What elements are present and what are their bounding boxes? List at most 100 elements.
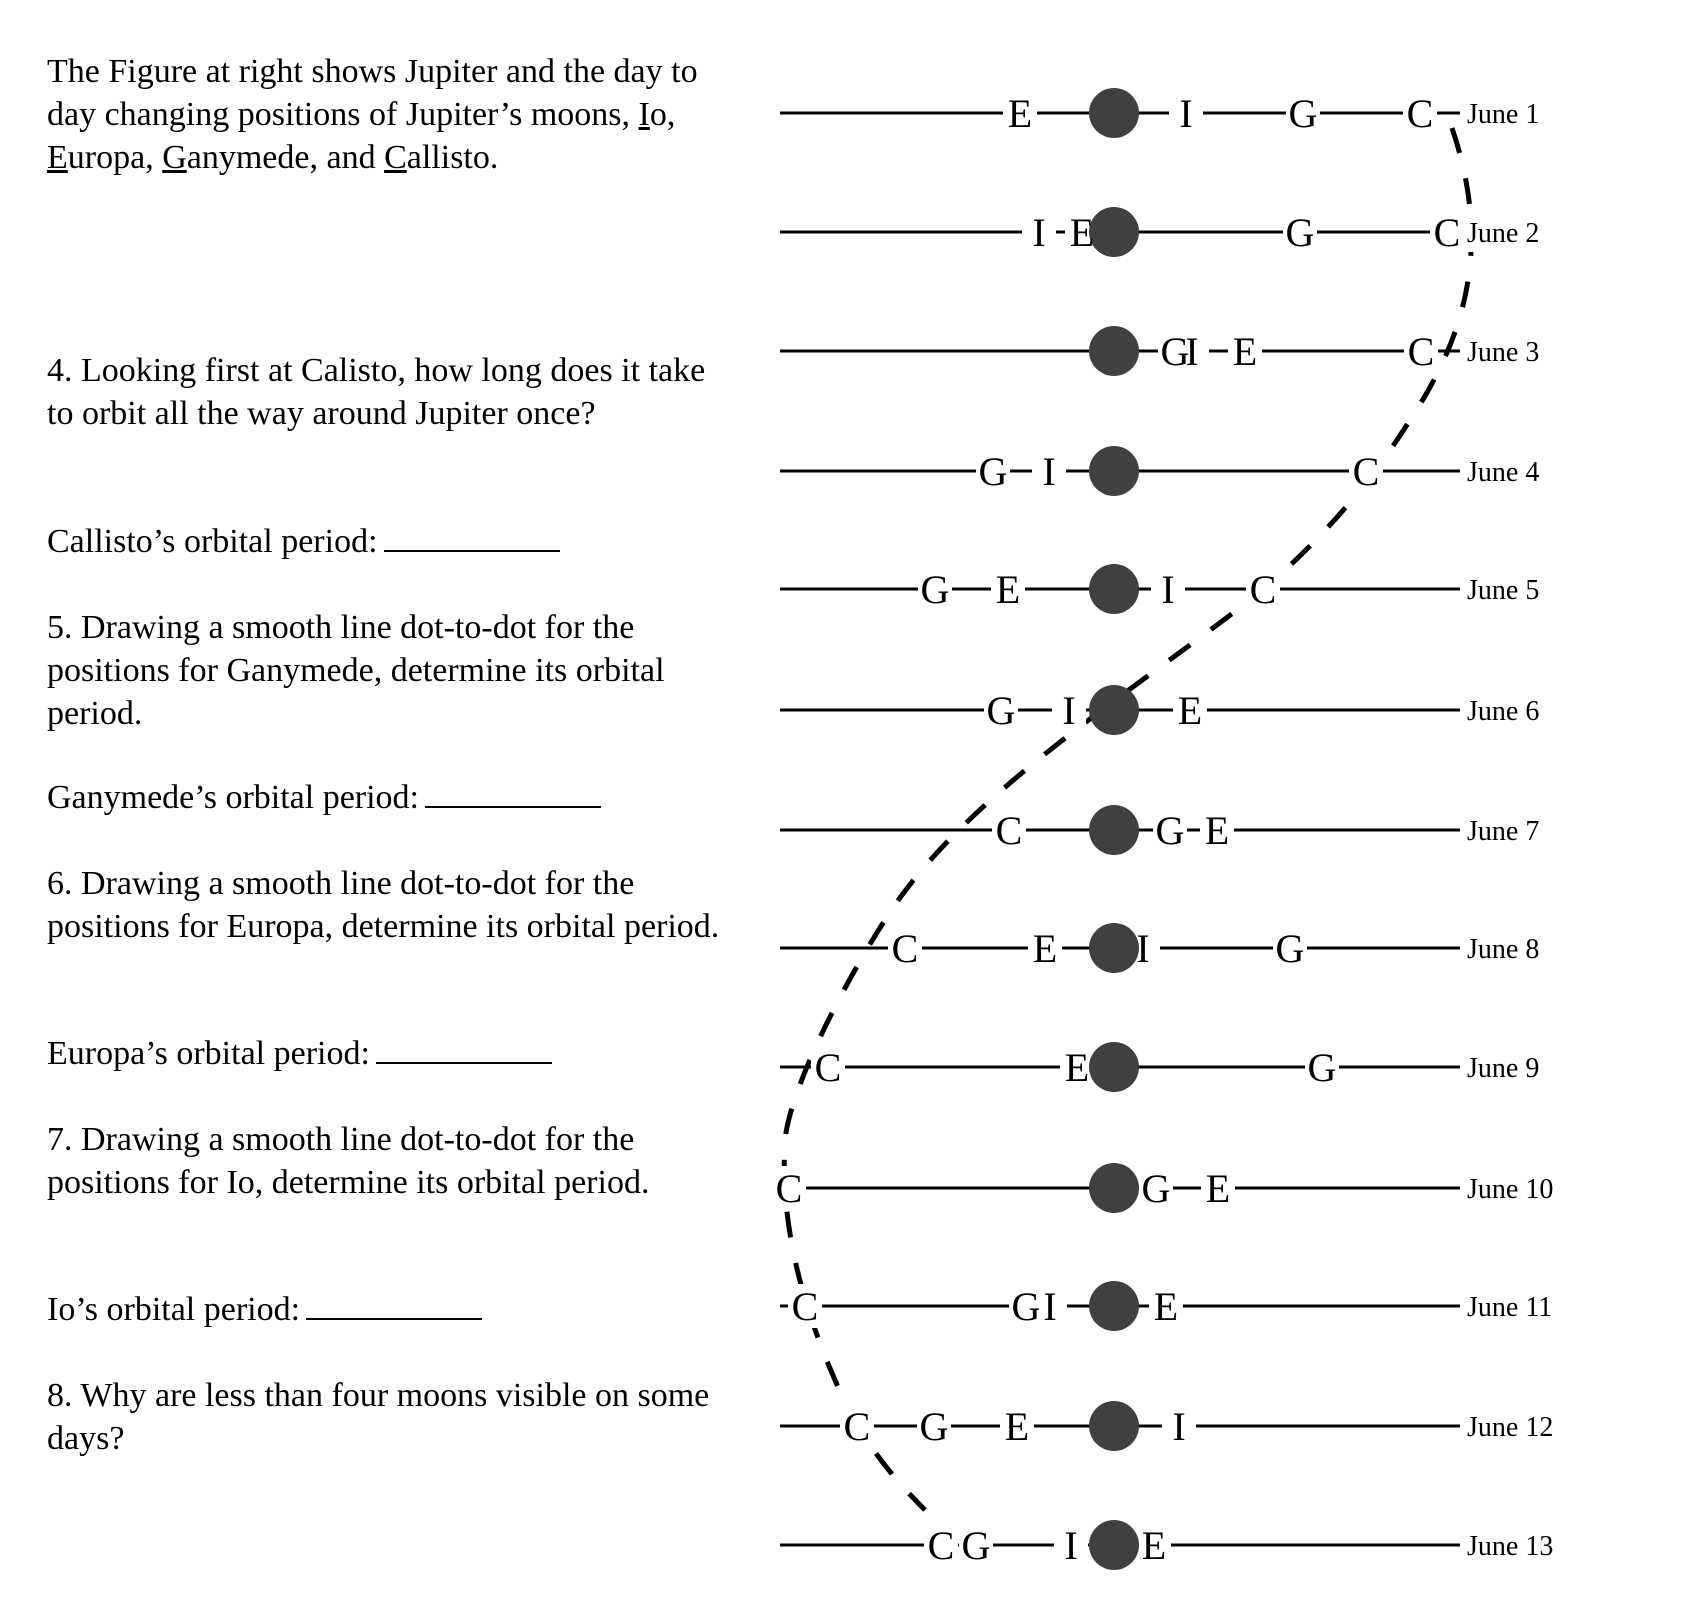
moon-label-g: G <box>1142 1166 1171 1211</box>
moon-label-c: C <box>892 926 919 971</box>
date-label: June 4 <box>1467 457 1539 488</box>
date-gap <box>1463 1047 1563 1087</box>
label-gap <box>1273 926 1307 970</box>
intro-paragraph: The Figure at right shows Jupiter and th… <box>47 50 727 179</box>
jupiter-disk <box>1089 685 1139 735</box>
jupiter-disk <box>1089 564 1139 614</box>
moon-label-g: G <box>1286 210 1315 255</box>
moon-label-i: I <box>1064 1523 1077 1568</box>
label-gap <box>1153 808 1187 852</box>
label-gap <box>917 1404 951 1448</box>
callisto-rest: allisto. <box>406 139 499 176</box>
label-gap <box>1137 1523 1171 1567</box>
date-gap <box>1463 1286 1563 1326</box>
jupiter-disk <box>1089 326 1139 376</box>
jupiter-disk <box>1089 207 1139 257</box>
label-gap <box>1060 1045 1094 1089</box>
question-8: 8. Why are less than four moons visible … <box>47 1377 710 1457</box>
label-gap <box>1149 1284 1183 1328</box>
label-gap <box>1228 329 1262 373</box>
moon-label-g: G <box>1161 329 1190 374</box>
callisto-answer: Callisto’s orbital period: <box>47 520 727 563</box>
label-gap <box>924 1523 958 1567</box>
label-gap <box>984 688 1018 732</box>
io-answer-blank[interactable] <box>306 1288 483 1320</box>
date-gap <box>1463 331 1563 371</box>
question-5: 5. Drawing a smooth line dot-to-dot for … <box>47 609 665 732</box>
io-initial: I <box>638 96 650 133</box>
moon-label-i: I <box>1185 329 1198 374</box>
label-gap <box>788 1284 822 1328</box>
label-gap <box>1201 1166 1235 1210</box>
moon-label-c: C <box>776 1166 803 1211</box>
label-gap <box>1283 210 1317 254</box>
label-gap <box>992 808 1026 852</box>
jupiter-disk <box>1089 923 1139 973</box>
moon-label-c: C <box>928 1523 955 1568</box>
moon-label-e: E <box>1142 1523 1166 1568</box>
moon-label-g: G <box>1276 926 1305 971</box>
label-gap <box>1032 449 1066 493</box>
callisto-orbit-dashed-curve <box>781 127 1474 1512</box>
question-4: 4. Looking first at Calisto, how long do… <box>47 352 706 432</box>
label-gap <box>1033 1284 1067 1328</box>
label-gap <box>1169 91 1203 135</box>
label-gap <box>991 567 1025 611</box>
date-gap <box>1463 928 1563 968</box>
ganymede-answer: Ganymede’s orbital period: <box>47 776 727 819</box>
moon-label-e: E <box>1065 1045 1089 1090</box>
label-gap <box>1052 688 1086 732</box>
moon-label-c: C <box>844 1404 871 1449</box>
europa-answer-blank[interactable] <box>375 1032 552 1064</box>
date-label: June 13 <box>1467 1531 1553 1562</box>
jupiter-disk <box>1089 1281 1139 1331</box>
moon-label-e: E <box>1033 926 1057 971</box>
callisto-answer-label: Callisto’s orbital period: <box>47 523 378 560</box>
date-label: June 7 <box>1467 816 1539 847</box>
date-gap <box>1463 810 1563 850</box>
jupiter-disk <box>1089 1163 1139 1213</box>
callisto-answer-blank[interactable] <box>383 520 560 552</box>
moon-label-g: G <box>979 449 1008 494</box>
date-gap <box>1463 451 1563 491</box>
label-gap <box>1430 210 1464 254</box>
jupiter-disk <box>1089 88 1139 138</box>
date-label: June 2 <box>1467 218 1539 249</box>
moon-label-e: E <box>1005 1404 1029 1449</box>
jupiter-disk <box>1089 1401 1139 1451</box>
moon-label-g: G <box>1156 808 1185 853</box>
date-gap <box>1463 93 1563 133</box>
date-label: June 5 <box>1467 575 1539 606</box>
label-gap <box>772 1166 806 1210</box>
label-gap <box>1349 449 1383 493</box>
moon-label-i: I <box>1179 91 1192 136</box>
question-7: 7. Drawing a smooth line dot-to-dot for … <box>47 1121 650 1201</box>
label-gap <box>1173 688 1207 732</box>
jupiter-disk <box>1089 1520 1139 1570</box>
moon-label-c: C <box>792 1284 819 1329</box>
europa-rest: uropa, <box>67 139 163 176</box>
europa-answer: Europa’s orbital period: <box>47 1032 727 1075</box>
moon-label-i: I <box>1062 688 1075 733</box>
date-gap <box>1463 1168 1563 1208</box>
moon-label-g: G <box>1012 1284 1041 1329</box>
label-gap <box>976 449 1010 493</box>
moon-label-e: E <box>1178 688 1202 733</box>
label-gap <box>1028 926 1062 970</box>
ganymede-answer-label: Ganymede’s orbital period: <box>47 779 420 816</box>
ganymede-answer-blank[interactable] <box>425 776 602 808</box>
moon-label-e: E <box>1008 91 1032 136</box>
label-gap <box>1003 91 1037 135</box>
label-gap <box>959 1523 993 1567</box>
label-gap <box>918 567 952 611</box>
europa-answer-label: Europa’s orbital period: <box>47 1035 370 1072</box>
label-gap <box>1246 567 1280 611</box>
date-label: June 8 <box>1467 934 1539 965</box>
label-gap <box>840 1404 874 1448</box>
moon-label-g: G <box>962 1523 991 1568</box>
date-label: June 3 <box>1467 337 1539 368</box>
moon-label-i: I <box>1032 210 1045 255</box>
moon-label-g: G <box>1289 91 1318 136</box>
moon-label-e: E <box>1070 210 1094 255</box>
